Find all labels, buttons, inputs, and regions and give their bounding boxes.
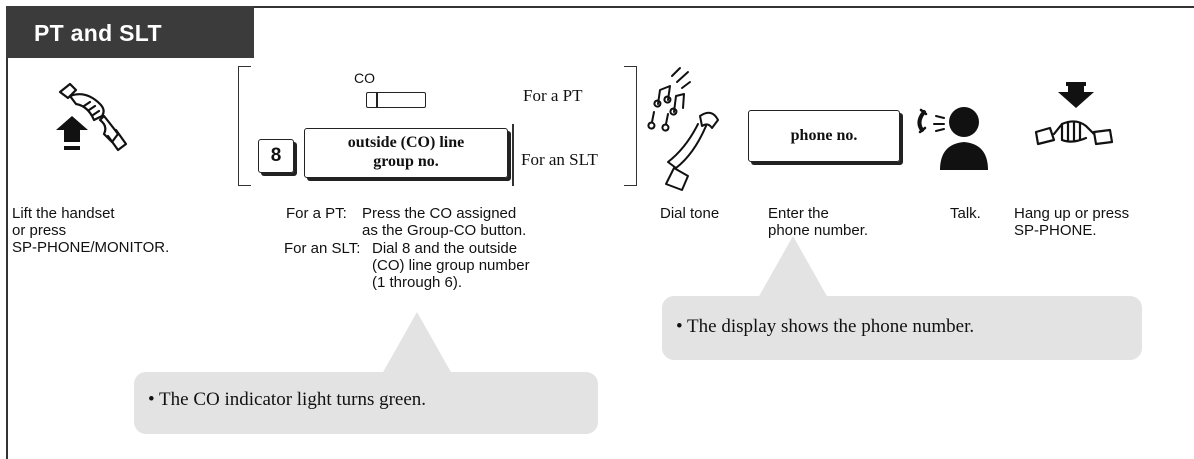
- frame-left-border: [6, 6, 8, 459]
- display-callout: • The display shows the phone number.: [662, 296, 1142, 360]
- co-label: CO: [354, 70, 375, 86]
- caption-slt-key: For an SLT:: [284, 240, 361, 257]
- header-tab: PT and SLT: [6, 6, 254, 58]
- display-callout-pointer: [758, 236, 828, 298]
- outside-line-group-label: outside (CO) line group no.: [347, 134, 465, 170]
- frame-top-border: [6, 6, 1194, 8]
- lift-handset-icon: [42, 76, 152, 166]
- page-title: PT and SLT: [34, 20, 162, 46]
- caption-slt-text: Dial 8 and the outside (CO) line group n…: [372, 240, 530, 291]
- step3-caption: Dial tone: [660, 205, 720, 222]
- outside-line-group-box: outside (CO) line group no.: [304, 128, 508, 178]
- key-8: 8: [258, 139, 294, 173]
- hang-up-icon: [1028, 82, 1128, 172]
- co-light-callout: • The CO indicator light turns green.: [134, 372, 598, 434]
- step6-caption: Hang up or press SP-PHONE.: [1014, 205, 1130, 239]
- display-callout-text: • The display shows the phone number.: [676, 316, 975, 337]
- left-bracket: [238, 66, 251, 186]
- dial-tone-icon: [644, 64, 736, 194]
- co-light-callout-pointer: [382, 312, 452, 374]
- phone-number-label: phone no.: [790, 127, 858, 144]
- talk-icon: [912, 100, 988, 170]
- step4-caption: Enter the phone number.: [768, 205, 869, 239]
- phone-number-box: phone no.: [748, 110, 900, 162]
- caption-pt-text: Press the CO assigned as the Group-CO bu…: [362, 205, 527, 239]
- for-pt-label: For a PT: [523, 86, 583, 105]
- step1-caption: Lift the handset or press SP-PHONE/MONIT…: [12, 205, 170, 256]
- for-slt-label: For an SLT: [521, 150, 598, 169]
- step5-caption: Talk.: [950, 205, 981, 222]
- separator-line: [512, 124, 514, 186]
- co-light-callout-text: • The CO indicator light turns green.: [148, 389, 427, 410]
- caption-pt-key: For a PT:: [286, 205, 347, 222]
- co-button-icon: [366, 92, 426, 108]
- right-bracket: [624, 66, 637, 186]
